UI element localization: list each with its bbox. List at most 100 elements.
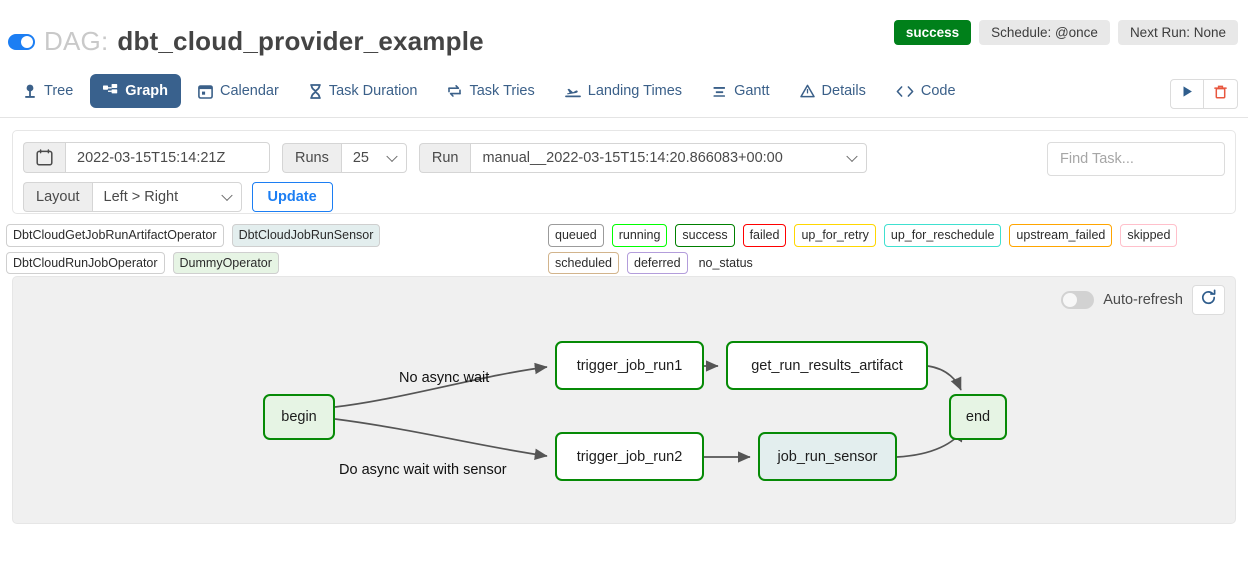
- run-select[interactable]: manual__2022-03-15T15:14:20.866083+00:00: [470, 142, 868, 173]
- legend-state-chip[interactable]: deferred: [627, 251, 688, 274]
- tab-landing-times[interactable]: Landing Times: [552, 74, 695, 108]
- next-run-badge: Next Run: None: [1117, 20, 1238, 45]
- delete-dag-button[interactable]: [1204, 79, 1238, 109]
- node-label: begin: [281, 409, 317, 425]
- tab-gantt[interactable]: Gantt: [699, 74, 782, 108]
- layout-group: Layout Left > Right: [23, 182, 242, 212]
- tab-label: Gantt: [734, 83, 770, 99]
- tab-label: Graph: [125, 83, 168, 99]
- edge-label: Do async wait with sensor: [339, 462, 507, 478]
- tab-label: Calendar: [219, 83, 279, 99]
- dag-view-tabbar: Tree Graph Calendar Task Duration Task T: [0, 70, 1248, 118]
- trash-icon: [1214, 85, 1227, 104]
- auto-refresh-label: Auto-refresh: [1103, 292, 1183, 308]
- tab-label: Code: [920, 83, 956, 99]
- update-button[interactable]: Update: [251, 182, 333, 212]
- graph-node-get_run_results_artifact[interactable]: get_run_results_artifact: [726, 341, 928, 390]
- hourglass-icon: [309, 83, 322, 99]
- dag-name-label: dbt_cloud_provider_example: [117, 26, 484, 56]
- legend-state-chip[interactable]: success: [675, 224, 735, 247]
- tab-task-duration[interactable]: Task Duration: [296, 74, 431, 108]
- node-label: get_run_results_artifact: [751, 357, 903, 374]
- node-label: end: [965, 409, 991, 425]
- layout-label: Layout: [23, 182, 92, 212]
- edge-label: No async wait: [399, 370, 490, 386]
- tab-graph[interactable]: Graph: [90, 74, 181, 108]
- warning-icon: [799, 84, 815, 98]
- graph-edges: [334, 360, 964, 463]
- graph-node-job_run_sensor[interactable]: job_run_sensor: [758, 432, 897, 481]
- dag-pause-toggle[interactable]: [8, 33, 35, 50]
- legend-state-chip[interactable]: skipped: [1120, 224, 1178, 247]
- runs-select[interactable]: 25: [340, 142, 407, 173]
- tab-label: Tree: [44, 83, 74, 99]
- legend-operator-chip[interactable]: DbtCloudGetJobRunArtifactOperator: [6, 224, 224, 247]
- node-label: trigger_job_run1: [576, 357, 683, 374]
- runs-label: Runs: [282, 142, 341, 173]
- legend-state-chip[interactable]: up_for_retry: [794, 224, 876, 247]
- tab-calendar[interactable]: Calendar: [185, 74, 292, 108]
- node-label: trigger_job_run2: [576, 448, 683, 465]
- dag-title: DAG: dbt_cloud_provider_example: [8, 26, 484, 57]
- retry-icon: [447, 84, 462, 98]
- play-icon: [1181, 85, 1194, 103]
- refresh-button[interactable]: [1192, 285, 1225, 315]
- tree-icon: [23, 84, 37, 99]
- legend-state-chip[interactable]: upstream_failed: [1009, 224, 1113, 247]
- tab-code[interactable]: Code: [883, 74, 969, 108]
- header-badge-group: success Schedule: @once Next Run: None: [893, 20, 1238, 45]
- tab-label: Details: [821, 83, 866, 99]
- graph-node-trigger_job_run2[interactable]: trigger_job_run2: [555, 432, 704, 481]
- status-badge: success: [893, 20, 972, 45]
- layout-select[interactable]: Left > Right: [91, 182, 242, 212]
- page-header: DAG: dbt_cloud_provider_example success …: [0, 0, 1248, 70]
- toggle-knob: [21, 35, 33, 48]
- tab-label: Landing Times: [587, 83, 683, 99]
- auto-refresh-toggle[interactable]: [1061, 291, 1095, 309]
- filter-row-top: 2022-03-15T15:14:21Z Runs 25 Run manual_…: [23, 142, 1225, 173]
- legend-state-chip[interactable]: scheduled: [548, 251, 619, 274]
- tab-label: Task Duration: [328, 83, 418, 99]
- graph-node-begin[interactable]: begin: [263, 394, 335, 440]
- state-legend: queued running success failed up_for_retry up…: [548, 224, 1244, 274]
- execution-date-input[interactable]: 2022-03-15T15:14:21Z: [65, 142, 270, 173]
- graph-icon: [103, 84, 118, 98]
- toggle-knob: [1063, 293, 1078, 307]
- graph-node-end[interactable]: end: [949, 394, 1007, 440]
- legend-state-chip[interactable]: no_status: [698, 255, 753, 270]
- landing-icon: [564, 84, 581, 98]
- run-label: Run: [418, 142, 471, 173]
- calendar-icon: [198, 84, 213, 99]
- filter-panel: 2022-03-15T15:14:21Z Runs 25 Run manual_…: [12, 130, 1236, 214]
- legend-operator-chip[interactable]: DummyOperator: [172, 251, 279, 274]
- tab-list: Tree Graph Calendar Task Duration Task T: [10, 74, 969, 108]
- refresh-icon: [1200, 289, 1217, 311]
- trigger-dag-button[interactable]: [1170, 79, 1204, 109]
- dag-action-buttons: [1170, 79, 1238, 109]
- code-icon: [896, 85, 914, 98]
- calendar-icon[interactable]: [23, 142, 65, 173]
- runs-group: Runs 25: [282, 142, 407, 173]
- filter-row-bottom: Layout Left > Right Update: [23, 182, 1225, 212]
- legend-state-chip[interactable]: queued: [548, 224, 604, 247]
- gantt-icon: [712, 85, 727, 98]
- graph-panel: Auto-refresh begin trigger_job_run1 get_ru…: [12, 276, 1236, 524]
- schedule-badge: Schedule: @once: [979, 20, 1110, 45]
- run-group: Run manual__2022-03-15T15:14:20.866083+0…: [418, 142, 868, 173]
- graph-toolbar: Auto-refresh: [1061, 285, 1225, 315]
- legend-operator-chip[interactable]: DbtCloudRunJobOperator: [6, 251, 165, 274]
- legend-state-chip[interactable]: failed: [742, 224, 787, 247]
- node-label: job_run_sensor: [777, 448, 878, 465]
- tab-tree[interactable]: Tree: [10, 74, 86, 108]
- graph-node-trigger_job_run1[interactable]: trigger_job_run1: [555, 341, 704, 390]
- tab-task-tries[interactable]: Task Tries: [434, 74, 547, 108]
- execution-date-group: 2022-03-15T15:14:21Z: [23, 142, 270, 173]
- dag-prefix-label: DAG:: [44, 26, 109, 56]
- find-task-input[interactable]: Find Task...: [1047, 142, 1225, 176]
- tab-details[interactable]: Details: [787, 74, 879, 108]
- legend-state-chip[interactable]: running: [611, 224, 668, 247]
- legend-operator-chip[interactable]: DbtCloudJobRunSensor: [231, 224, 381, 247]
- tab-label: Task Tries: [469, 83, 535, 99]
- legend-state-chip[interactable]: up_for_reschedule: [883, 224, 1002, 247]
